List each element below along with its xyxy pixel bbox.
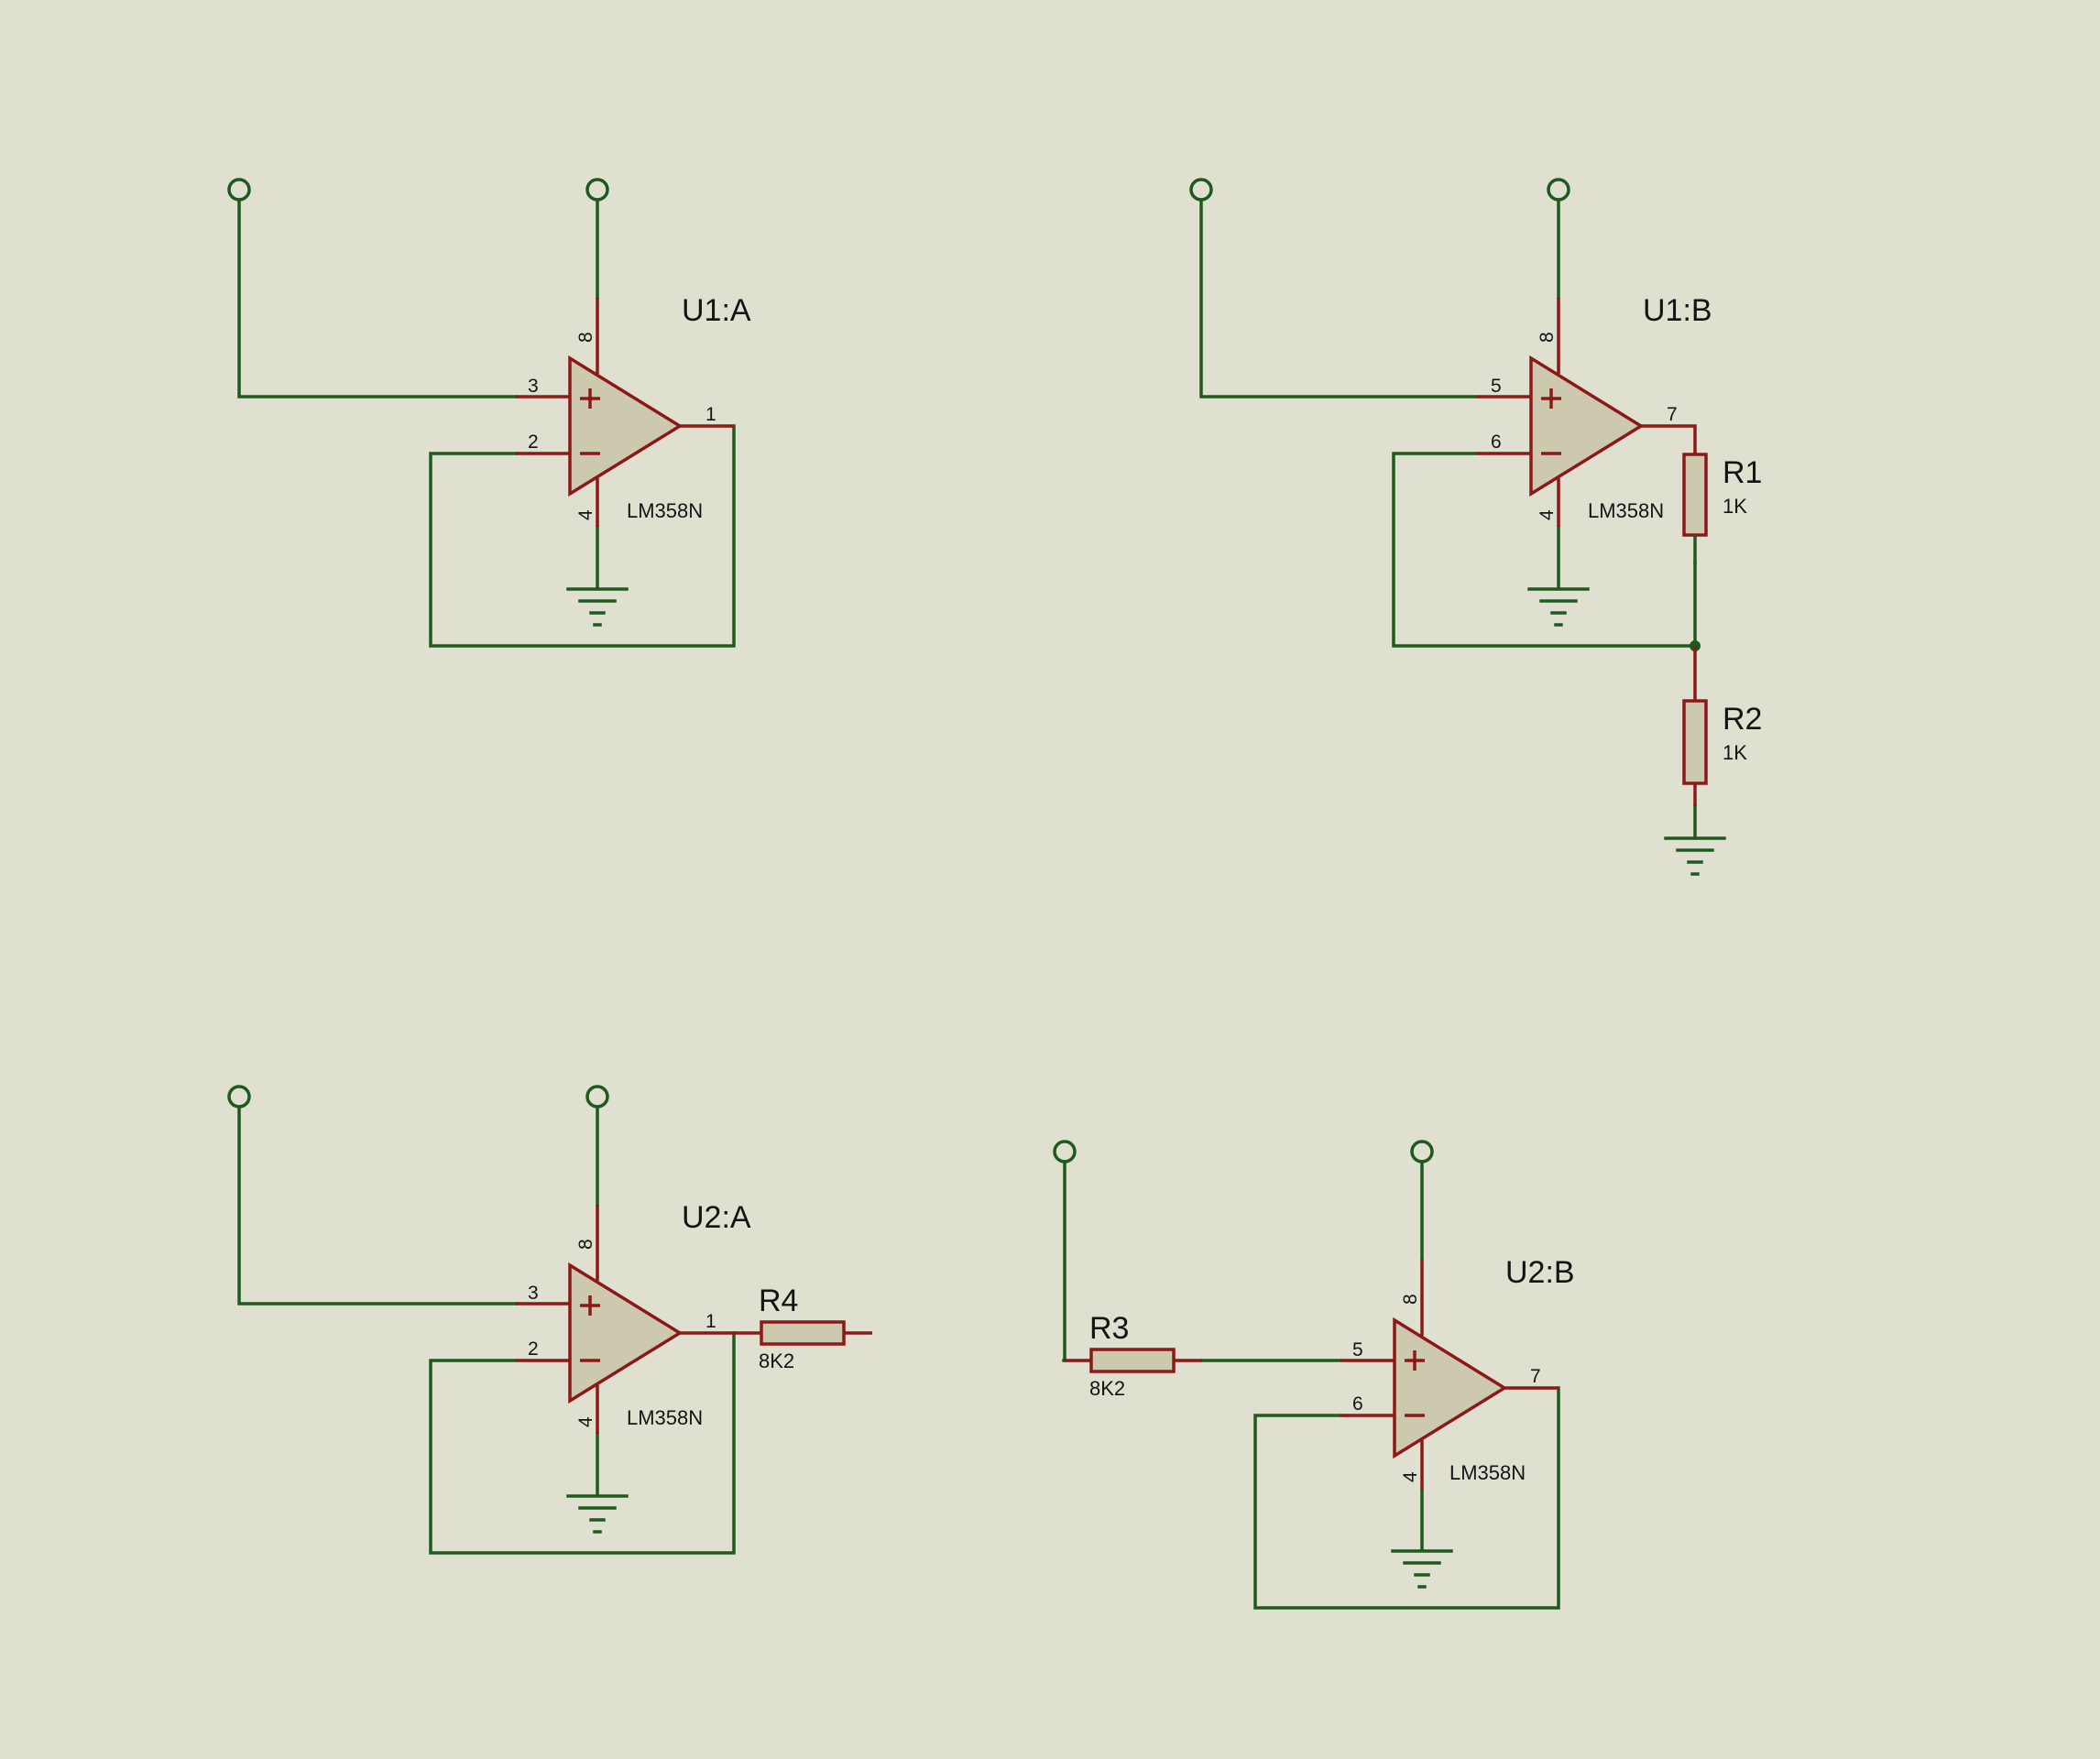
pin-num-out-u1a: 1 — [705, 404, 716, 425]
wire-u2a-input — [237, 1105, 518, 1306]
opamp-body-u2a[interactable] — [568, 1262, 684, 1404]
opamp-u1b[interactable]: U1:B LM358N 5 6 7 8 4 — [1189, 178, 1726, 876]
plus-sign-u2a — [580, 1295, 600, 1316]
pin-num-vcc-u2a: 8 — [575, 1239, 596, 1250]
resistor-r3[interactable]: R3 8K2 — [1064, 1311, 1202, 1400]
value-label-r1: 1K — [1723, 495, 1747, 518]
terminal-u2b-vcc[interactable] — [1410, 1140, 1434, 1164]
terminal-u2a-vcc[interactable] — [585, 1085, 609, 1109]
pin-num-gnd-u2a: 4 — [575, 1416, 596, 1427]
resistor-body-r2[interactable] — [1682, 699, 1708, 785]
pin-num-plus-u1b: 5 — [1491, 376, 1502, 397]
pin-num-out-u2b: 7 — [1530, 1366, 1541, 1387]
ground-symbol-r2 — [1664, 836, 1726, 876]
wire-u1b-feedback — [1392, 452, 1697, 648]
ref-label-r3: R3 — [1089, 1311, 1129, 1346]
ref-label-r2: R2 — [1723, 702, 1762, 737]
wire-u1a-feedback — [429, 424, 736, 648]
ref-label-r1: R1 — [1723, 455, 1762, 490]
pin-num-gnd-u1b: 4 — [1537, 509, 1558, 520]
terminal-u2a-input[interactable] — [227, 1085, 251, 1109]
pin-num-minus-u2a: 2 — [528, 1338, 539, 1360]
resistor-body-r3[interactable] — [1089, 1348, 1176, 1373]
terminal-u1b-vcc[interactable] — [1547, 178, 1570, 202]
pin-num-out-u1b: 7 — [1667, 404, 1678, 425]
wire-u2b-input — [1062, 1160, 1066, 1362]
opamp-body-u1a[interactable] — [568, 355, 684, 497]
resistor-r2[interactable]: R2 1K — [1682, 646, 1762, 806]
terminal-u2b-input[interactable] — [1053, 1140, 1077, 1164]
resistor-r4[interactable]: R4 8K2 — [734, 1284, 872, 1372]
ground-symbol-u1a — [566, 587, 629, 627]
ground-symbol-u1b — [1527, 587, 1590, 627]
pin-num-vcc-u2b: 8 — [1400, 1294, 1421, 1305]
ref-label-u2b: U2:B — [1505, 1255, 1575, 1290]
part-label-u1b: LM358N — [1588, 499, 1664, 522]
pin-num-plus-u2a: 3 — [528, 1283, 539, 1304]
opamp-u2a[interactable]: U2:A LM358N 3 2 1 8 4 — [227, 1085, 751, 1555]
wire-u2a-feedback — [429, 1331, 736, 1555]
pin-num-out-u2a: 1 — [705, 1311, 716, 1332]
plus-sign-u1a — [580, 388, 600, 409]
wire-u1b-input — [1199, 198, 1479, 399]
ref-label-u1b: U1:B — [1643, 293, 1712, 328]
ref-label-u1a: U1:A — [682, 293, 751, 328]
pin-num-gnd-u1a: 4 — [575, 509, 596, 520]
resistor-body-r4[interactable] — [760, 1320, 846, 1346]
wire-u1a-input — [237, 198, 518, 399]
pin-num-vcc-u1b: 8 — [1537, 332, 1558, 343]
ref-label-r4: R4 — [759, 1284, 798, 1318]
opamp-body-u2b[interactable] — [1393, 1317, 1508, 1459]
pin-num-plus-u1a: 3 — [528, 376, 539, 397]
pin-num-vcc-u1a: 8 — [575, 332, 596, 343]
resistor-r1[interactable]: R1 1K — [1682, 453, 1762, 565]
value-label-r4: 8K2 — [759, 1349, 794, 1372]
pin-num-minus-u1b: 6 — [1491, 432, 1502, 453]
plus-sign-u2b — [1405, 1350, 1425, 1371]
pin-num-minus-u2b: 6 — [1352, 1393, 1363, 1415]
terminal-u1a-input[interactable] — [227, 178, 251, 202]
pin-num-plus-u2b: 5 — [1352, 1339, 1363, 1360]
opamp-u1a[interactable]: U1:A LM358N 3 2 1 8 4 — [227, 178, 751, 648]
wire-u2b-feedback — [1253, 1386, 1560, 1610]
ground-symbol-u2b — [1391, 1549, 1453, 1589]
value-label-r2: 1K — [1723, 741, 1747, 764]
plus-sign-u1b — [1541, 388, 1561, 409]
terminal-u1a-vcc[interactable] — [585, 178, 609, 202]
ground-symbol-u2a — [566, 1494, 629, 1534]
value-label-r3: 8K2 — [1089, 1377, 1125, 1400]
part-label-u2b: LM358N — [1449, 1461, 1526, 1484]
opamp-body-u1b[interactable] — [1529, 355, 1645, 497]
ref-label-u2a: U2:A — [682, 1200, 751, 1235]
part-label-u2a: LM358N — [627, 1406, 703, 1429]
pin-num-minus-u1a: 2 — [528, 432, 539, 453]
resistor-body-r1[interactable] — [1682, 453, 1708, 537]
opamp-u2b[interactable]: U2:B LM358N 5 6 7 8 4 — [1053, 1140, 1575, 1610]
part-label-u1a: LM358N — [627, 499, 703, 522]
pin-num-gnd-u2b: 4 — [1400, 1471, 1421, 1482]
terminal-u1b-input[interactable] — [1189, 178, 1213, 202]
